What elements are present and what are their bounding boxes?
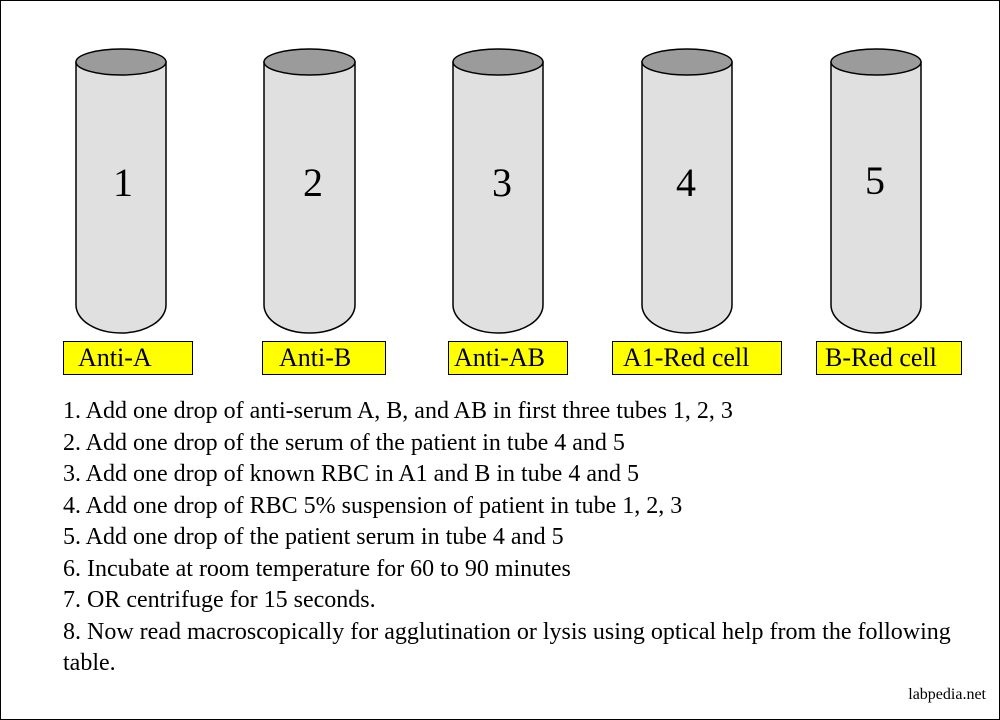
step-1: 1. Add one drop of anti-serum A, B, and …: [63, 398, 733, 424]
procedure-steps: 1. Add one drop of anti-serum A, B, and …: [63, 396, 993, 680]
step-8: 8. Now read macroscopically for agglutin…: [63, 618, 951, 677]
tube-2-label: Anti-B: [262, 341, 386, 375]
step-2: 2. Add one drop of the serum of the pati…: [63, 429, 625, 456]
tube-5: 5: [830, 48, 922, 334]
tube-4-number: 4: [676, 160, 696, 205]
tube-2: 2: [263, 48, 356, 334]
tube-2-number: 2: [303, 160, 323, 205]
tube-1-label: Anti-A: [63, 341, 193, 375]
step-4: 4. Add one drop of RBC 5% suspension of …: [63, 492, 683, 519]
step-7: 7. OR centrifuge for 15 seconds.: [63, 587, 376, 613]
step-3: 3. Add one drop of known RBC in A1 and B…: [63, 461, 639, 487]
tube-3: 3: [452, 48, 544, 334]
tube-4-label: A1-Red cell: [612, 341, 782, 375]
step-5: 5. Add one drop of the patient serum in …: [63, 524, 564, 550]
tube-3-label: Anti-AB: [448, 341, 568, 375]
step-6: 6. Incubate at room temperature for 60 t…: [63, 555, 571, 582]
tube-4: 4: [641, 48, 733, 334]
tube-5-label: B-Red cell: [816, 341, 962, 375]
tube-1-number: 1: [113, 160, 133, 205]
tube-5-number: 5: [865, 158, 885, 203]
tube-3-number: 3: [492, 160, 512, 205]
source-credit: labpedia.net: [908, 686, 986, 703]
tube-1: 1: [75, 48, 167, 334]
